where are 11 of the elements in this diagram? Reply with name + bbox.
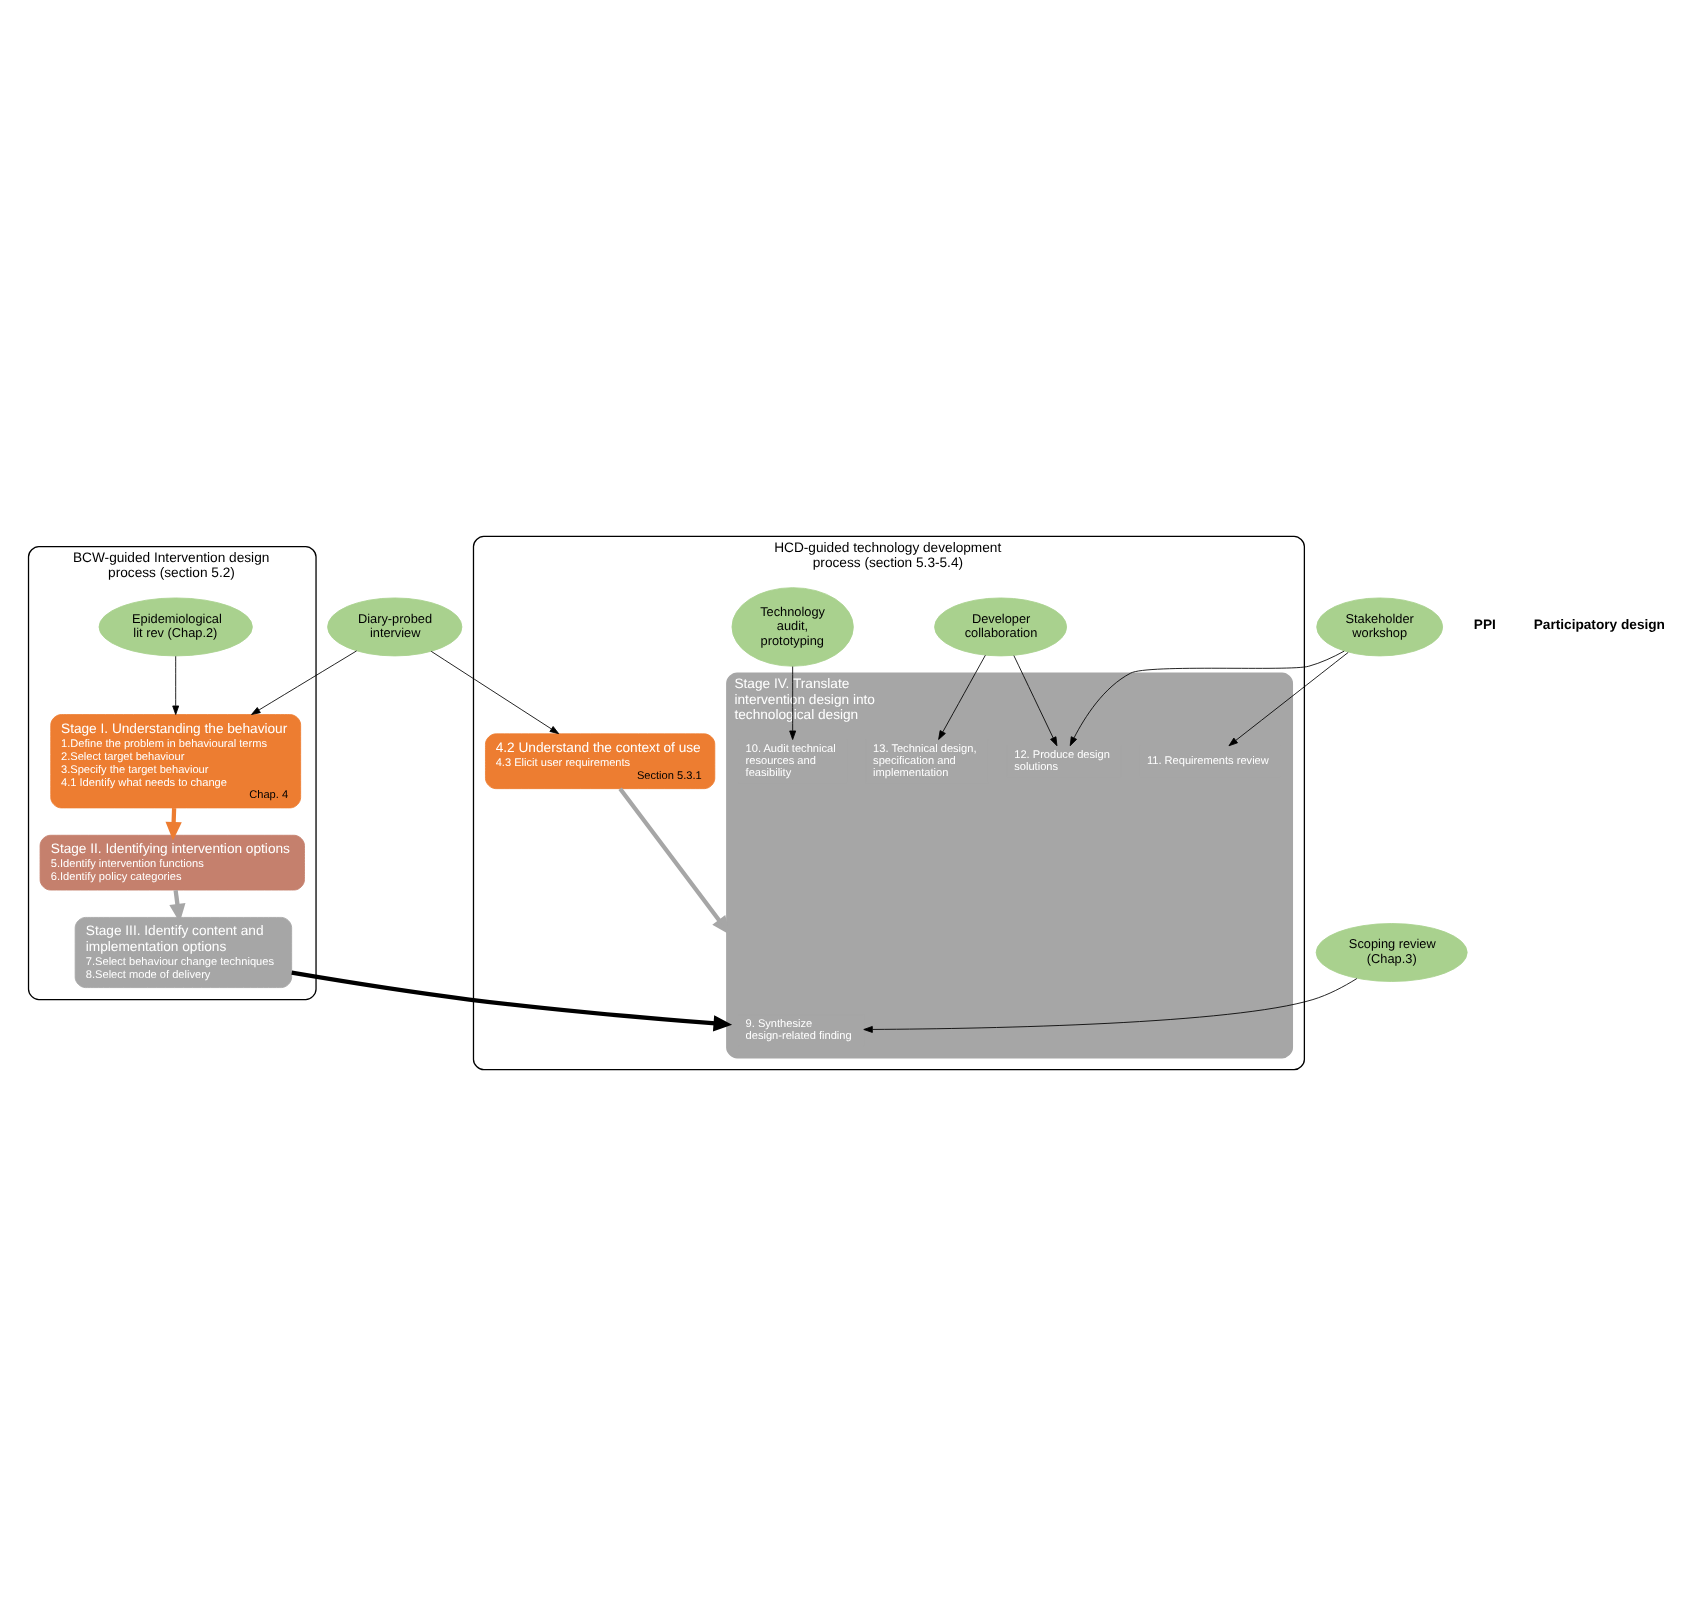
arrow — [863, 977, 1358, 1032]
arrow — [618, 786, 730, 934]
arrow — [251, 649, 358, 714]
arrow — [1069, 649, 1345, 746]
arrow — [291, 969, 733, 1031]
arrow — [172, 654, 180, 714]
arrow — [430, 649, 560, 734]
arrow — [1013, 654, 1058, 746]
arrow — [938, 653, 986, 739]
arrow — [789, 665, 797, 739]
arrow — [1228, 651, 1349, 746]
